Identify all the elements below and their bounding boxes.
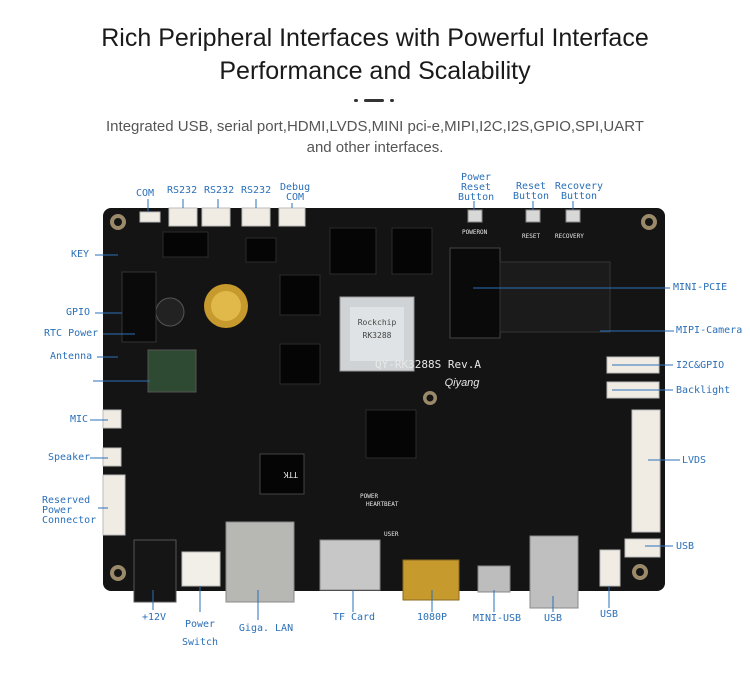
label-recovery-btn-1: Recovery bbox=[554, 181, 604, 192]
label-power-switch-1: Power bbox=[184, 619, 216, 630]
label-power-switch: Power Switch bbox=[178, 616, 222, 652]
label-power-reset-1: Power bbox=[460, 172, 492, 183]
label-rs232-3: RS232 bbox=[241, 185, 272, 196]
mini-pcie-slot bbox=[449, 247, 501, 339]
label-reset-button: Reset Button bbox=[511, 182, 551, 202]
label-reserved-power-connector: Reserved Power Connector bbox=[42, 496, 96, 526]
tf-slot bbox=[319, 539, 381, 591]
silk-reset: RESET bbox=[522, 233, 540, 240]
label-debug-1: Debug bbox=[280, 182, 311, 193]
lan-port bbox=[225, 521, 295, 603]
label-giga-lan: Giga. LAN bbox=[238, 623, 294, 634]
label-reset-btn-2: Button bbox=[512, 191, 550, 202]
label-rs232-2: RS232 bbox=[204, 185, 235, 196]
silk-power: POWER bbox=[360, 493, 378, 500]
label-debug-2: COM bbox=[285, 192, 305, 203]
title-line-1: Rich Peripheral Interfaces with Powerful… bbox=[101, 24, 649, 52]
mini-usb-port bbox=[477, 565, 511, 593]
label-1080p: 1080P bbox=[416, 612, 448, 623]
label-12v: +12V bbox=[141, 612, 167, 623]
label-tf-card: TF Card bbox=[332, 612, 376, 623]
leader-lines bbox=[90, 199, 680, 620]
usb-port bbox=[529, 535, 579, 609]
label-power-switch-2: Switch bbox=[181, 637, 219, 648]
wifi-module bbox=[147, 349, 197, 393]
label-usb-right: USB bbox=[676, 541, 695, 552]
label-reserved-2: Power bbox=[42, 505, 73, 516]
label-key: KEY bbox=[71, 249, 90, 260]
subtitle-line-2: and other interfaces. bbox=[306, 139, 444, 156]
silk-user: USER bbox=[384, 531, 399, 538]
label-com: COM bbox=[136, 188, 155, 199]
page-subtitle: Integrated USB, serial port,HDMI,LVDS,MI… bbox=[60, 116, 690, 158]
title-line-2: Performance and Scalability bbox=[219, 57, 531, 85]
power-switch bbox=[181, 551, 221, 587]
label-i2c-gpio: I2C&GPIO bbox=[676, 360, 725, 371]
silk-heartbeat: HEARTBEAT bbox=[366, 501, 399, 508]
label-mini-pcie: MINI-PCIE bbox=[673, 282, 728, 293]
subtitle-line-1: Integrated USB, serial port,HDMI,LVDS,MI… bbox=[106, 118, 644, 135]
label-power-reset-2: Reset bbox=[460, 182, 492, 193]
top-buttons bbox=[467, 209, 581, 223]
silk-poweron: POWERON bbox=[462, 229, 488, 236]
label-recovery-btn-2: Button bbox=[560, 191, 598, 202]
chips bbox=[162, 227, 433, 459]
title-divider bbox=[354, 99, 394, 103]
label-gpio: GPIO bbox=[66, 307, 91, 318]
label-mini-usb: MINI-USB bbox=[472, 613, 522, 624]
soc-brand: Rockchip bbox=[358, 318, 397, 327]
label-debug-com: Debug COM bbox=[280, 183, 310, 203]
label-reserved-1: Reserved bbox=[42, 495, 91, 506]
label-power-reset: Power Reset Button bbox=[458, 173, 494, 203]
label-lvds: LVDS bbox=[682, 455, 707, 466]
right-connectors bbox=[599, 356, 661, 587]
label-rtc-power: RTC Power bbox=[44, 328, 99, 339]
label-rs232-1: RS232 bbox=[167, 185, 198, 196]
board-brand: Qiyang bbox=[445, 377, 481, 389]
soc-part: RK3288 bbox=[363, 331, 392, 340]
label-usb-bottom-1: USB bbox=[543, 613, 563, 624]
silk-recovery: RECOVERY bbox=[555, 233, 584, 240]
label-power-reset-3: Button bbox=[458, 192, 495, 203]
gpio-header bbox=[121, 271, 157, 343]
page-title: Rich Peripheral Interfaces with Powerful… bbox=[0, 22, 750, 88]
board-model: QY-RK3288S Rev.A bbox=[375, 358, 481, 371]
label-speaker: Speaker bbox=[48, 452, 91, 463]
label-reserved-3: Connector bbox=[42, 515, 97, 526]
label-antenna: Antenna bbox=[50, 351, 93, 362]
label-usb-bottom-2: USB bbox=[599, 609, 619, 620]
hdmi-port bbox=[402, 559, 460, 601]
dc-jack bbox=[133, 539, 177, 603]
label-mic: MIC bbox=[70, 414, 89, 425]
label-mipi-camera: MIPI-Camera bbox=[676, 325, 743, 336]
label-reset-btn-1: Reset bbox=[515, 181, 547, 192]
label-backlight: Backlight bbox=[676, 385, 731, 396]
transformer-brand: TTK bbox=[283, 470, 298, 479]
label-recovery-button: Recovery Button bbox=[553, 182, 605, 202]
